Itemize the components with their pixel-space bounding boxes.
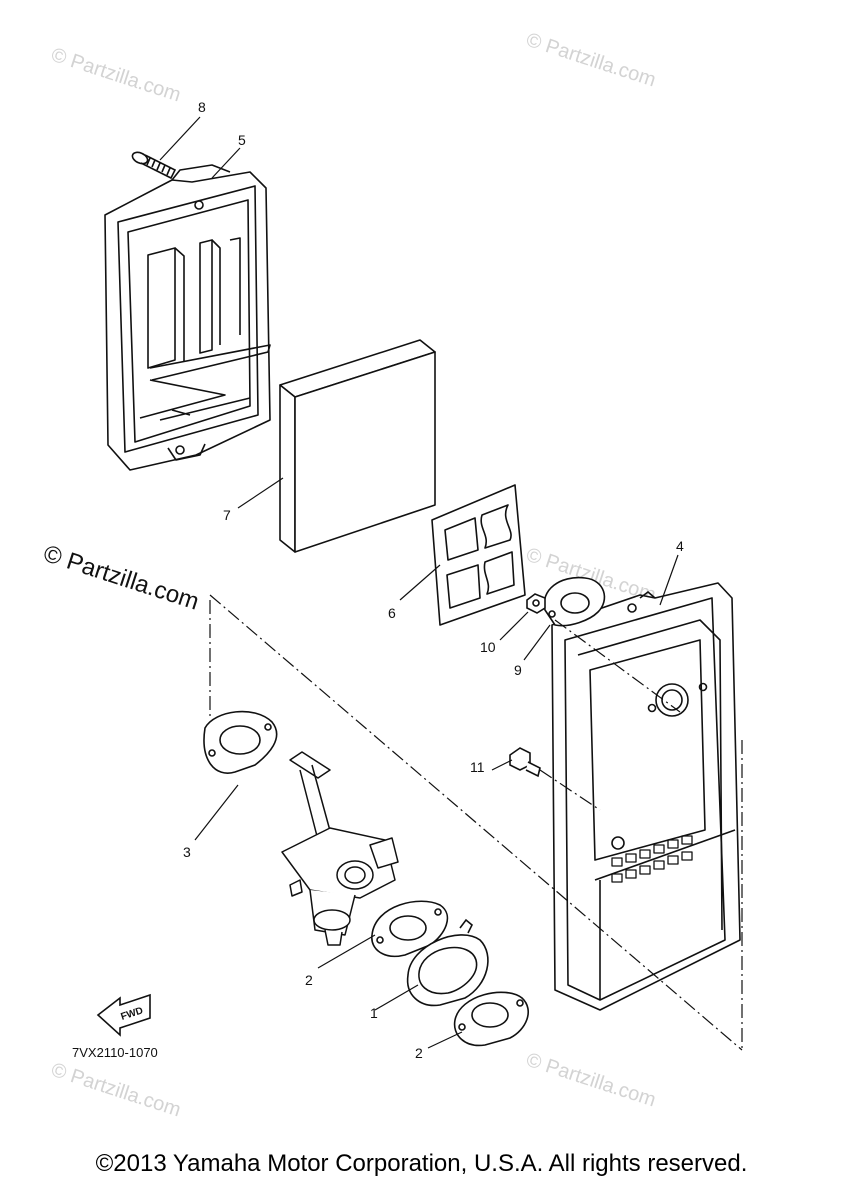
assembly-lines: [209, 594, 743, 1051]
callout-5: 5: [238, 132, 246, 148]
watermark-top-right: © Partzilla.com: [523, 29, 658, 92]
watermark-bold: © Partzilla.com: [40, 540, 202, 616]
callout-7: 7: [223, 507, 231, 523]
air-cleaner-cover: [104, 164, 271, 471]
callout-labels: 8 5 7 6 4 10 9 11 3 2 1 2: [183, 99, 684, 1061]
callout-11: 11: [470, 759, 485, 775]
fwd-arrow-icon: FWD: [96, 993, 151, 1037]
small-gasket: [543, 576, 606, 627]
filter-element: [279, 339, 436, 553]
carb-insulator: [406, 918, 489, 1007]
case-vent-grille: [611, 835, 693, 883]
leader-lines: [159, 116, 679, 1049]
callout-6: 6: [388, 605, 396, 621]
carb-gasket-2-lower: [453, 991, 529, 1047]
copyright-notice: ©2013 Yamaha Motor Corporation, U.S.A. A…: [95, 1150, 748, 1177]
callout-3: 3: [183, 844, 191, 860]
air-cleaner-case: [551, 582, 741, 1011]
nut: [526, 593, 546, 614]
callout-4: 4: [676, 538, 684, 554]
callout-1: 1: [370, 1005, 378, 1021]
callout-9: 9: [514, 662, 522, 678]
bolt: [509, 747, 541, 778]
watermark-bottom-right: © Partzilla.com: [523, 1049, 658, 1112]
callout-2-lower: 2: [415, 1045, 423, 1061]
parts-diagram: © Partzilla.com © Partzilla.com © Partzi…: [40, 29, 743, 1122]
watermark-bottom-left: © Partzilla.com: [48, 1059, 183, 1122]
carb-gasket-upper: [203, 710, 278, 774]
gasket-plate: [431, 484, 526, 626]
carburetor: [281, 751, 399, 946]
diagram-code: 7VX2110-1070: [72, 1045, 158, 1060]
callout-2-upper: 2: [305, 972, 313, 988]
watermark-top-left: © Partzilla.com: [48, 44, 183, 107]
carb-gasket-2-upper: [371, 900, 449, 957]
screw: [131, 151, 177, 180]
callout-10: 10: [480, 639, 496, 655]
callout-8: 8: [198, 99, 206, 115]
